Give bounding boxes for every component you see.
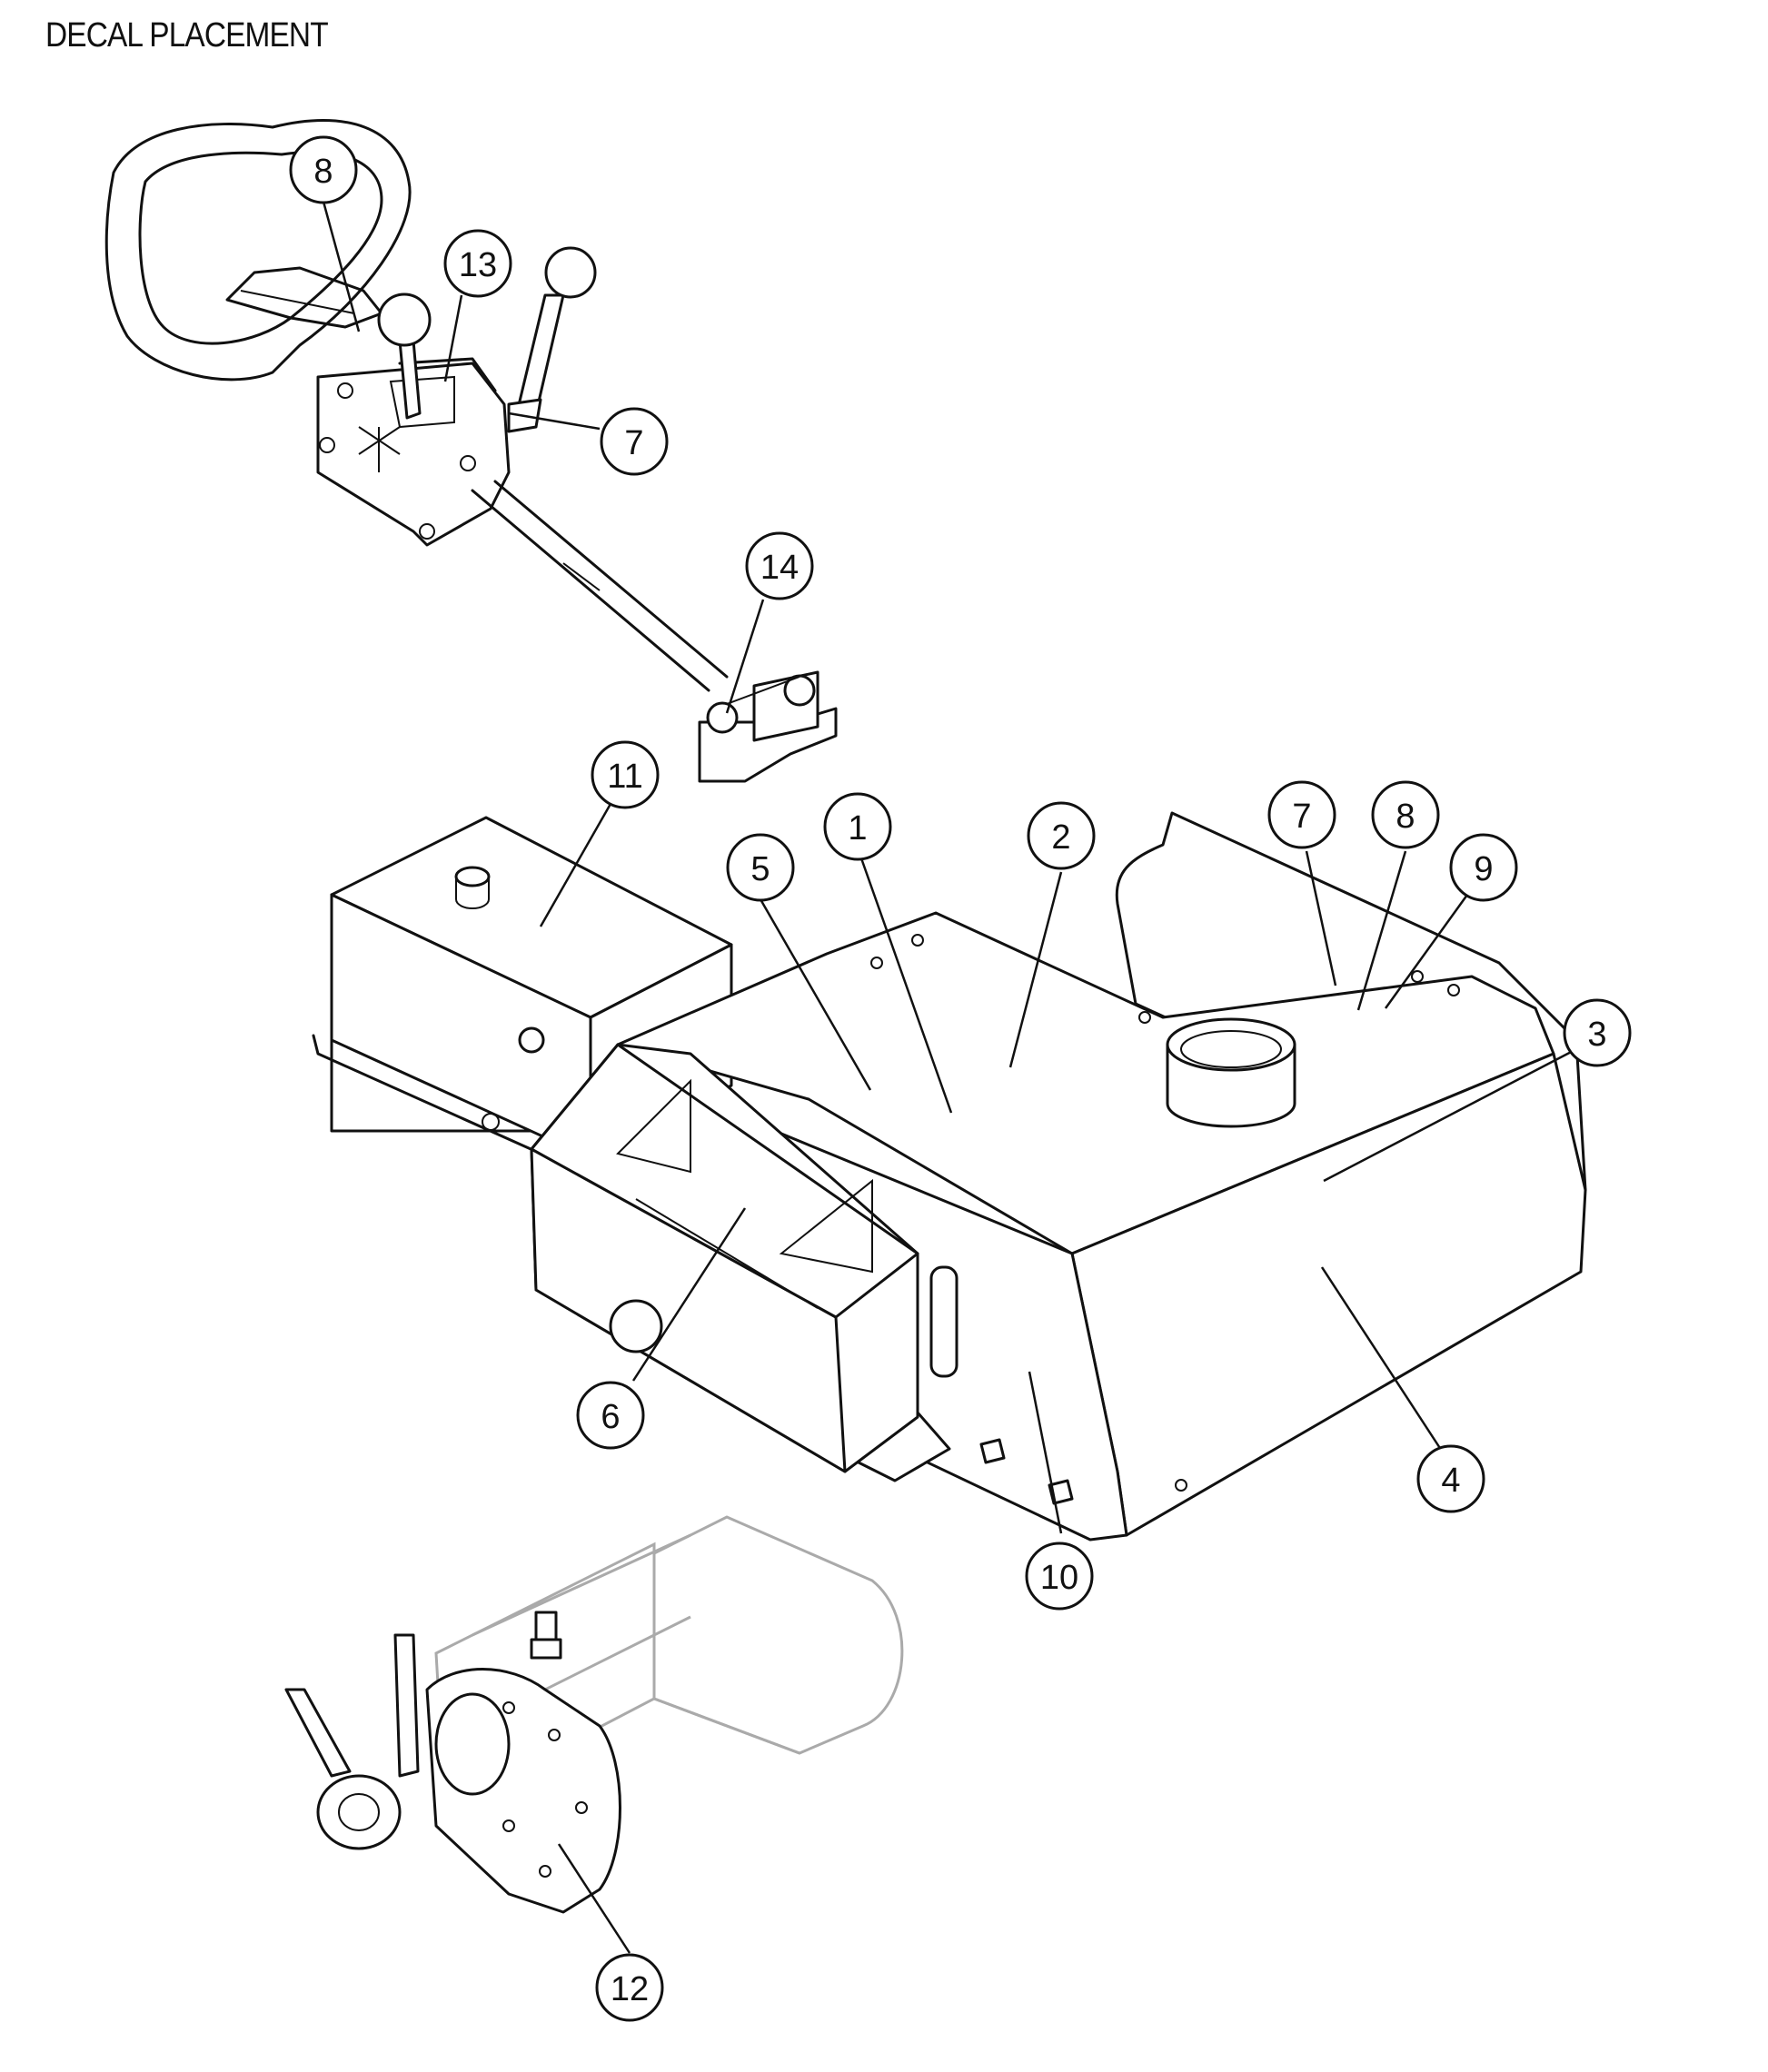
svg-text:8: 8 bbox=[313, 153, 333, 191]
callout-7-body: 7 bbox=[1267, 780, 1336, 849]
svg-text:14: 14 bbox=[760, 549, 799, 587]
svg-text:9: 9 bbox=[1474, 850, 1493, 888]
callout-11: 11 bbox=[591, 740, 660, 809]
svg-text:7: 7 bbox=[624, 424, 643, 462]
svg-text:6: 6 bbox=[601, 1398, 620, 1436]
svg-text:3: 3 bbox=[1587, 1016, 1606, 1054]
callout-1: 1 bbox=[823, 792, 892, 861]
callout-6: 6 bbox=[576, 1381, 645, 1450]
callout-10: 10 bbox=[1025, 1542, 1094, 1611]
page-title: DECAL PLACEMENT bbox=[45, 16, 329, 55]
callout-2: 2 bbox=[1027, 801, 1096, 870]
svg-text:13: 13 bbox=[459, 246, 497, 284]
callout-13: 13 bbox=[443, 229, 512, 298]
svg-text:5: 5 bbox=[750, 850, 770, 888]
hydraulic-tank bbox=[312, 816, 733, 1174]
svg-text:4: 4 bbox=[1441, 1462, 1460, 1500]
svg-text:8: 8 bbox=[1396, 798, 1415, 836]
svg-text:2: 2 bbox=[1051, 818, 1070, 857]
callout-12: 12 bbox=[595, 1953, 664, 2022]
control-lever-assembly bbox=[104, 119, 838, 783]
svg-text:7: 7 bbox=[1292, 798, 1311, 836]
svg-text:11: 11 bbox=[607, 758, 642, 796]
callout-5: 5 bbox=[726, 833, 795, 902]
svg-text:12: 12 bbox=[611, 1970, 649, 2008]
callout-3: 3 bbox=[1563, 998, 1632, 1067]
callout-4: 4 bbox=[1416, 1444, 1485, 1513]
callout-8-steering: 8 bbox=[289, 135, 358, 204]
callout-14: 14 bbox=[745, 531, 814, 600]
drum-roller bbox=[284, 1515, 904, 1914]
callout-8-body: 8 bbox=[1371, 780, 1440, 849]
leader-lines bbox=[322, 201, 1600, 1954]
front-hopper bbox=[530, 1043, 919, 1473]
svg-text:10: 10 bbox=[1040, 1559, 1078, 1597]
callout-9: 9 bbox=[1449, 833, 1518, 902]
svg-text:1: 1 bbox=[848, 809, 867, 848]
callout-7-lever: 7 bbox=[600, 407, 669, 476]
